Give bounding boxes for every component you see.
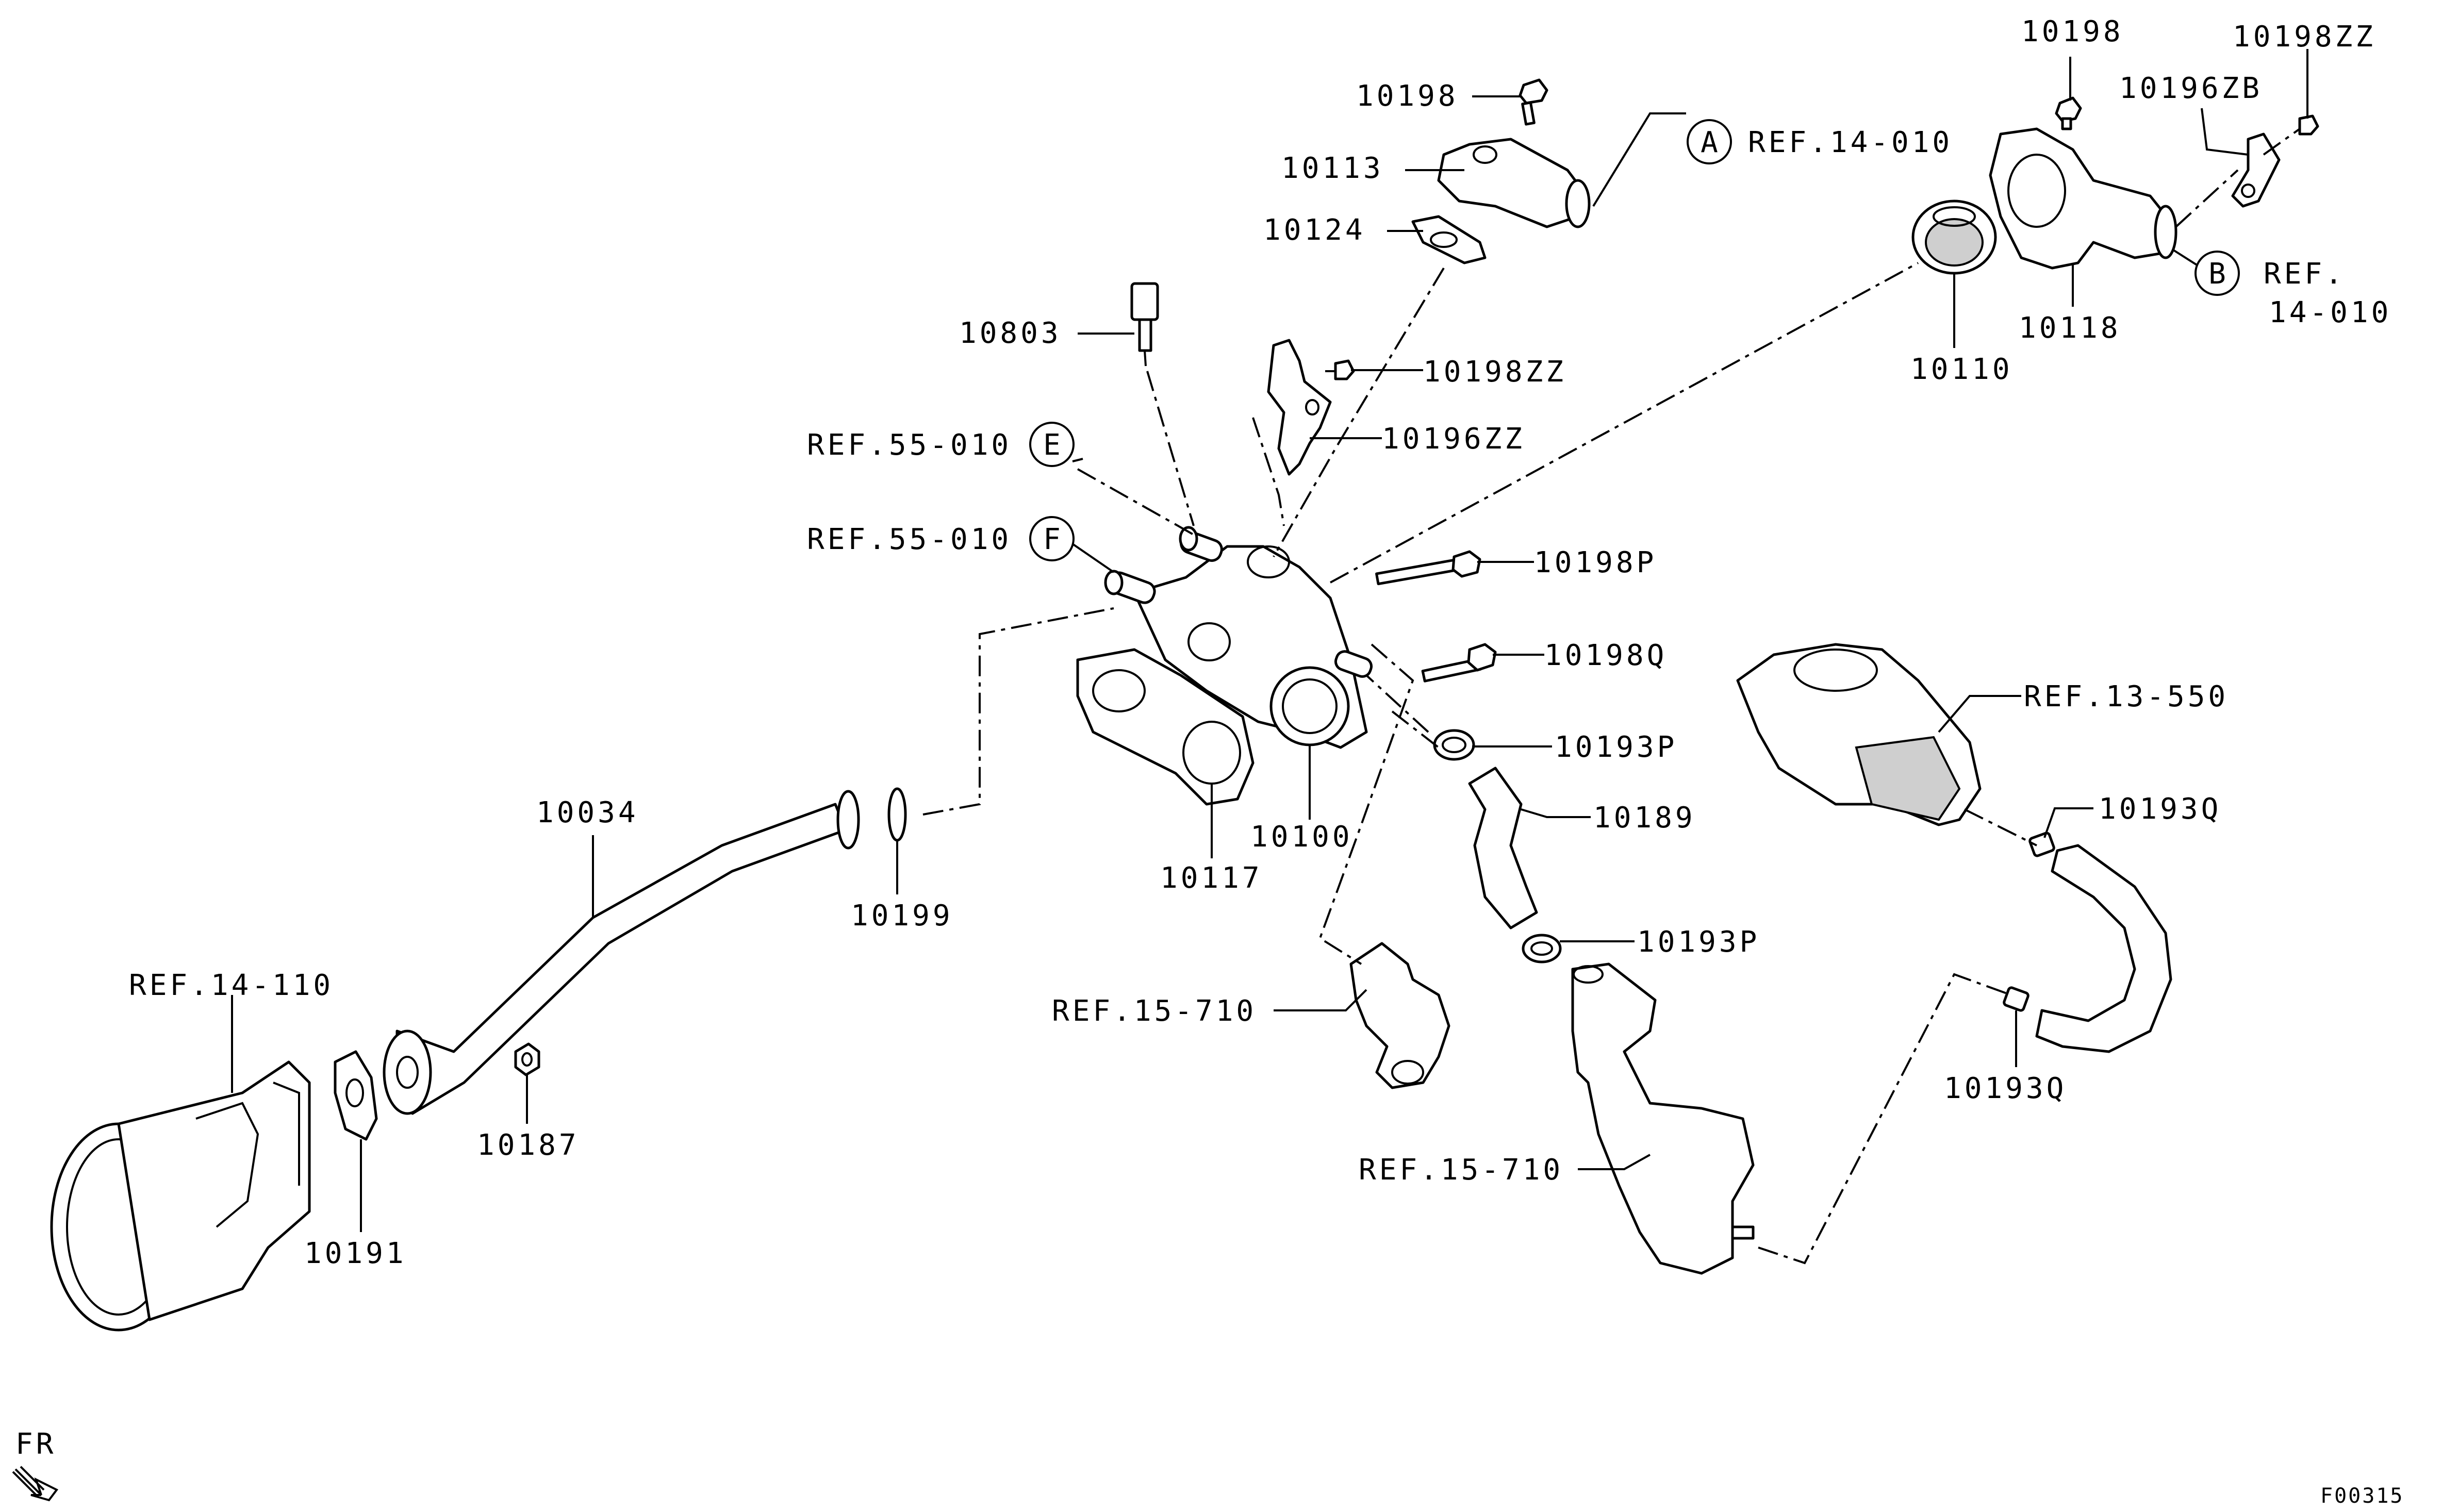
ref-55-010-e: REF.55-010 bbox=[807, 428, 1012, 462]
label-10198-top: 10198 bbox=[1356, 79, 1459, 113]
front-direction-label: FR bbox=[15, 1427, 56, 1461]
label-10193p-lower: 10193P bbox=[1637, 925, 1760, 959]
label-10100: 10100 bbox=[1250, 820, 1353, 854]
front-arrow-icon bbox=[14, 1468, 59, 1502]
label-10193q-upper: 10193Q bbox=[2099, 792, 2221, 826]
bolt-10198p bbox=[1375, 550, 1481, 586]
ref-15-710-lower: REF.15-710 bbox=[1359, 1153, 1563, 1187]
bracket-10196zz bbox=[1267, 339, 1332, 476]
thermostat-10110 bbox=[1911, 200, 1997, 275]
water-outlet-10100 bbox=[1104, 526, 1373, 749]
water-outlet-10118 bbox=[1989, 127, 2177, 270]
elbow-ref-15-710-left bbox=[1349, 942, 1450, 1089]
ref-15-710-left: REF.15-710 bbox=[1052, 994, 1257, 1028]
label-10034: 10034 bbox=[536, 796, 639, 829]
temperature-sensor-10803 bbox=[1130, 282, 1159, 367]
o-ring-10199 bbox=[887, 787, 907, 842]
ref-14-110: REF.14-110 bbox=[129, 969, 334, 1002]
bolt-10198q bbox=[1421, 643, 1497, 683]
ref-55-010-f: REF.55-010 bbox=[807, 523, 1012, 556]
callout-b-letter: B bbox=[2208, 257, 2226, 291]
water-inlet-pipe-ref-15-710-lower bbox=[1571, 962, 1755, 1275]
gasket-10191 bbox=[334, 1050, 378, 1141]
label-10198zz-right: 10198ZZ bbox=[2233, 20, 2376, 54]
reference-labels: REF.14-010 REF. 14-010 REF.55-010 REF.55… bbox=[129, 126, 2391, 1187]
label-10198p: 10198P bbox=[1534, 546, 1657, 579]
clamp-10193p-lower bbox=[1522, 934, 1562, 963]
water-pump-housing bbox=[50, 1060, 311, 1332]
label-10189: 10189 bbox=[1593, 801, 1696, 835]
assembly-lines bbox=[922, 128, 2301, 1265]
callout-e: E bbox=[1029, 422, 1075, 467]
callout-f: F bbox=[1029, 516, 1075, 561]
ref-14-010-a: REF.14-010 bbox=[1748, 126, 1953, 159]
leader-lines bbox=[231, 49, 2308, 1232]
bolt-10198zz-right bbox=[2298, 114, 2319, 136]
label-10124: 10124 bbox=[1263, 213, 1366, 247]
bolt-10198-right bbox=[2055, 96, 2082, 130]
figure-id: F00315 bbox=[2320, 1484, 2404, 1508]
label-10117: 10117 bbox=[1160, 861, 1263, 895]
label-10196zb: 10196ZB bbox=[2119, 72, 2263, 105]
label-10199: 10199 bbox=[851, 899, 953, 933]
bolt-10198zz-mid bbox=[1325, 359, 1355, 380]
ref-14-010-b-line2: 14-010 bbox=[2269, 296, 2391, 329]
hose-10189 bbox=[1468, 767, 1538, 929]
label-10113: 10113 bbox=[1281, 152, 1384, 185]
label-10803: 10803 bbox=[959, 317, 1062, 350]
bracket-10196zb bbox=[2231, 132, 2281, 208]
nut-10187 bbox=[514, 1042, 540, 1076]
label-10196zz: 10196ZZ bbox=[1382, 422, 1525, 456]
label-10193p-upper: 10193P bbox=[1555, 730, 1677, 764]
label-10198-right: 10198 bbox=[2021, 15, 2124, 48]
clamp-10193q-upper bbox=[2028, 832, 2055, 857]
front-direction-indicator: FR bbox=[12, 1427, 59, 1502]
clamp-10193p-upper bbox=[1433, 729, 1475, 761]
label-10110: 10110 bbox=[1910, 353, 2013, 386]
label-10193q-lower: 10193Q bbox=[1944, 1072, 2067, 1105]
label-10198zz-mid: 10198ZZ bbox=[1423, 355, 1566, 389]
label-10118: 10118 bbox=[2019, 311, 2121, 345]
callout-a: A bbox=[1687, 119, 1732, 164]
bolt-10198-top bbox=[1519, 78, 1548, 126]
part-labels: 10198 10113 10124 10803 10198ZZ 10196ZZ … bbox=[304, 15, 2376, 1270]
ref-14-010-b-line1: REF. bbox=[2264, 257, 2346, 291]
label-10191: 10191 bbox=[304, 1237, 407, 1270]
callout-a-letter: A bbox=[1701, 126, 1718, 159]
gasket-10124 bbox=[1411, 215, 1487, 264]
label-10198q: 10198Q bbox=[1544, 639, 1667, 672]
label-10187: 10187 bbox=[477, 1128, 580, 1162]
callout-e-letter: E bbox=[1043, 428, 1061, 462]
bypass-hose bbox=[2035, 844, 2172, 1053]
water-inlet-10113 bbox=[1437, 138, 1591, 228]
throttle-body-ref-13-550 bbox=[1736, 643, 1982, 826]
callout-b: B bbox=[2194, 251, 2240, 296]
water-pipe-10034 bbox=[383, 790, 860, 1115]
ref-13-550: REF.13-550 bbox=[2024, 680, 2229, 713]
clamp-10193q-lower bbox=[2003, 986, 2030, 1012]
callout-f-letter: F bbox=[1043, 523, 1061, 556]
